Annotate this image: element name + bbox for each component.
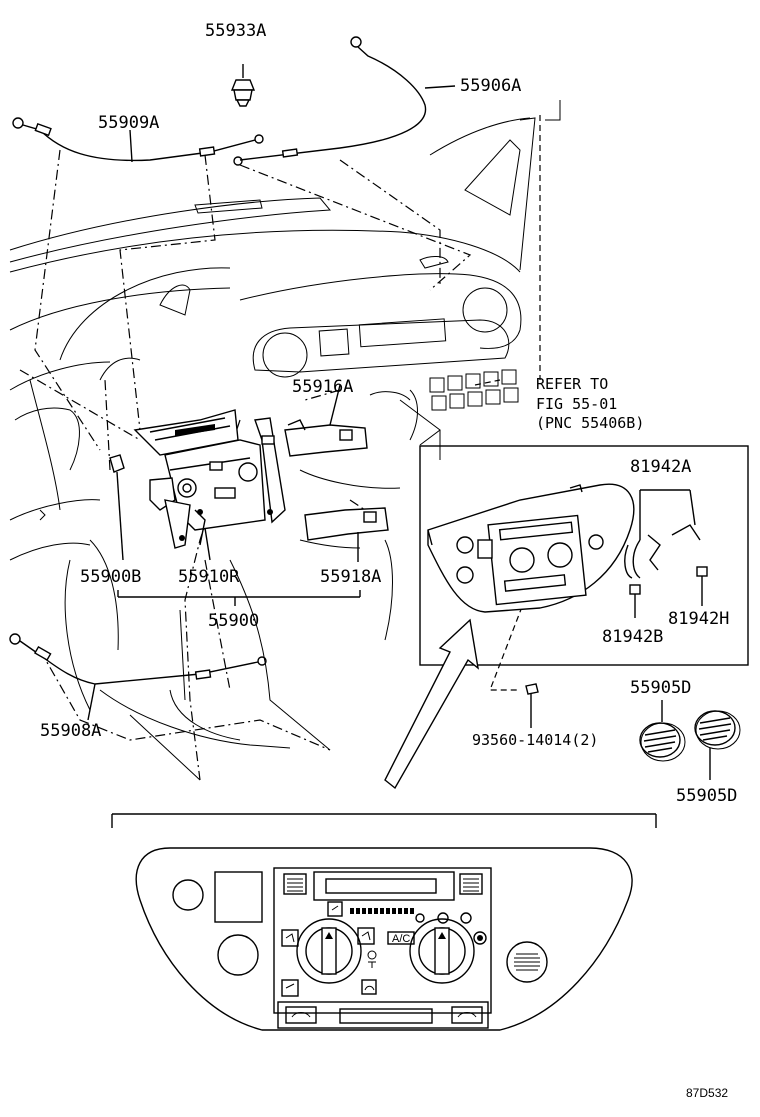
cable-55909a bbox=[12, 117, 264, 163]
dash-switch-row bbox=[429, 369, 519, 411]
clip-55900b bbox=[109, 454, 125, 561]
cable-55906a bbox=[233, 36, 456, 166]
indicator-1 bbox=[415, 913, 425, 923]
label-55905d-bottom: 55905D bbox=[676, 786, 737, 806]
bracket-55900 bbox=[117, 590, 361, 606]
vent-grille-right bbox=[459, 873, 483, 895]
dashboard-outline bbox=[9, 100, 561, 781]
bottom-switch-strip bbox=[277, 1001, 489, 1029]
vent-55905d-left bbox=[639, 722, 686, 762]
label-55909a: 55909A bbox=[98, 113, 159, 133]
mode-face-icon bbox=[327, 901, 343, 917]
recirc-switch bbox=[451, 1006, 483, 1024]
label-55933a: 55933A bbox=[205, 21, 266, 41]
fan-icon bbox=[367, 950, 377, 968]
dashed-guides bbox=[19, 115, 541, 781]
defrost-icon bbox=[361, 979, 377, 995]
temp-knob bbox=[409, 918, 475, 984]
detail-bracket bbox=[111, 813, 657, 828]
label-55906a: 55906A bbox=[460, 76, 521, 96]
label-55900: 55900 bbox=[208, 611, 259, 631]
plate-55918a bbox=[304, 507, 389, 562]
label-81942b: 81942B bbox=[602, 627, 663, 647]
indicator-3 bbox=[460, 912, 472, 924]
clip-81942h bbox=[696, 566, 708, 606]
mode-knob bbox=[296, 918, 362, 984]
label-55905d-top: 55905D bbox=[630, 678, 691, 698]
detail-box bbox=[419, 445, 749, 666]
label-55910r: 55910R bbox=[178, 567, 240, 587]
mode-floor-icon bbox=[281, 979, 299, 997]
round-vent-right bbox=[506, 941, 548, 983]
label-55908a: 55908A bbox=[40, 721, 101, 741]
square-switch bbox=[214, 871, 263, 923]
refer-line-1: REFER TO bbox=[536, 375, 608, 393]
screw-93560 bbox=[525, 683, 539, 728]
indicator-2 bbox=[437, 912, 449, 924]
refer-line-2: FIG 55-01 bbox=[536, 395, 617, 413]
control-unit bbox=[273, 867, 492, 1014]
label-55916a: 55916A bbox=[292, 377, 353, 397]
leader-55910r bbox=[204, 527, 211, 561]
ac-button-label: A/C bbox=[392, 933, 410, 945]
label-55900b: 55900B bbox=[80, 567, 141, 587]
display-window bbox=[313, 871, 455, 901]
round-switch-top bbox=[172, 879, 204, 911]
control-panel-detail bbox=[427, 483, 635, 613]
round-switch-bottom bbox=[217, 934, 259, 976]
ac-button bbox=[387, 931, 415, 945]
control-panel-front-view: A/C bbox=[135, 847, 633, 1031]
label-81942a: 81942A bbox=[630, 457, 691, 477]
vent-55905d-right bbox=[694, 710, 741, 780]
hollow-arrow bbox=[384, 618, 479, 790]
cable-55908a bbox=[9, 633, 267, 721]
refer-line-3: (PNC 55406B) bbox=[536, 414, 644, 432]
label-81942h: 81942H bbox=[668, 609, 729, 629]
heater-control-assembly bbox=[133, 409, 286, 549]
label-93560: 93560-14014(2) bbox=[472, 731, 598, 749]
clip-55933a bbox=[230, 64, 256, 107]
vent-grille-left bbox=[283, 873, 307, 895]
indicator-4 bbox=[473, 931, 487, 945]
figure-code: 87D532 bbox=[686, 1086, 728, 1100]
bottom-display bbox=[339, 1008, 433, 1024]
ring-81942a bbox=[624, 489, 701, 579]
plate-55916a bbox=[284, 384, 368, 457]
temp-scale bbox=[350, 908, 414, 914]
mode-bilevel-icon bbox=[357, 927, 375, 945]
clip-81942b bbox=[629, 584, 641, 618]
label-55918a: 55918A bbox=[320, 567, 381, 587]
rear-defog-switch bbox=[285, 1006, 317, 1024]
mode-foot-icon bbox=[281, 929, 299, 947]
